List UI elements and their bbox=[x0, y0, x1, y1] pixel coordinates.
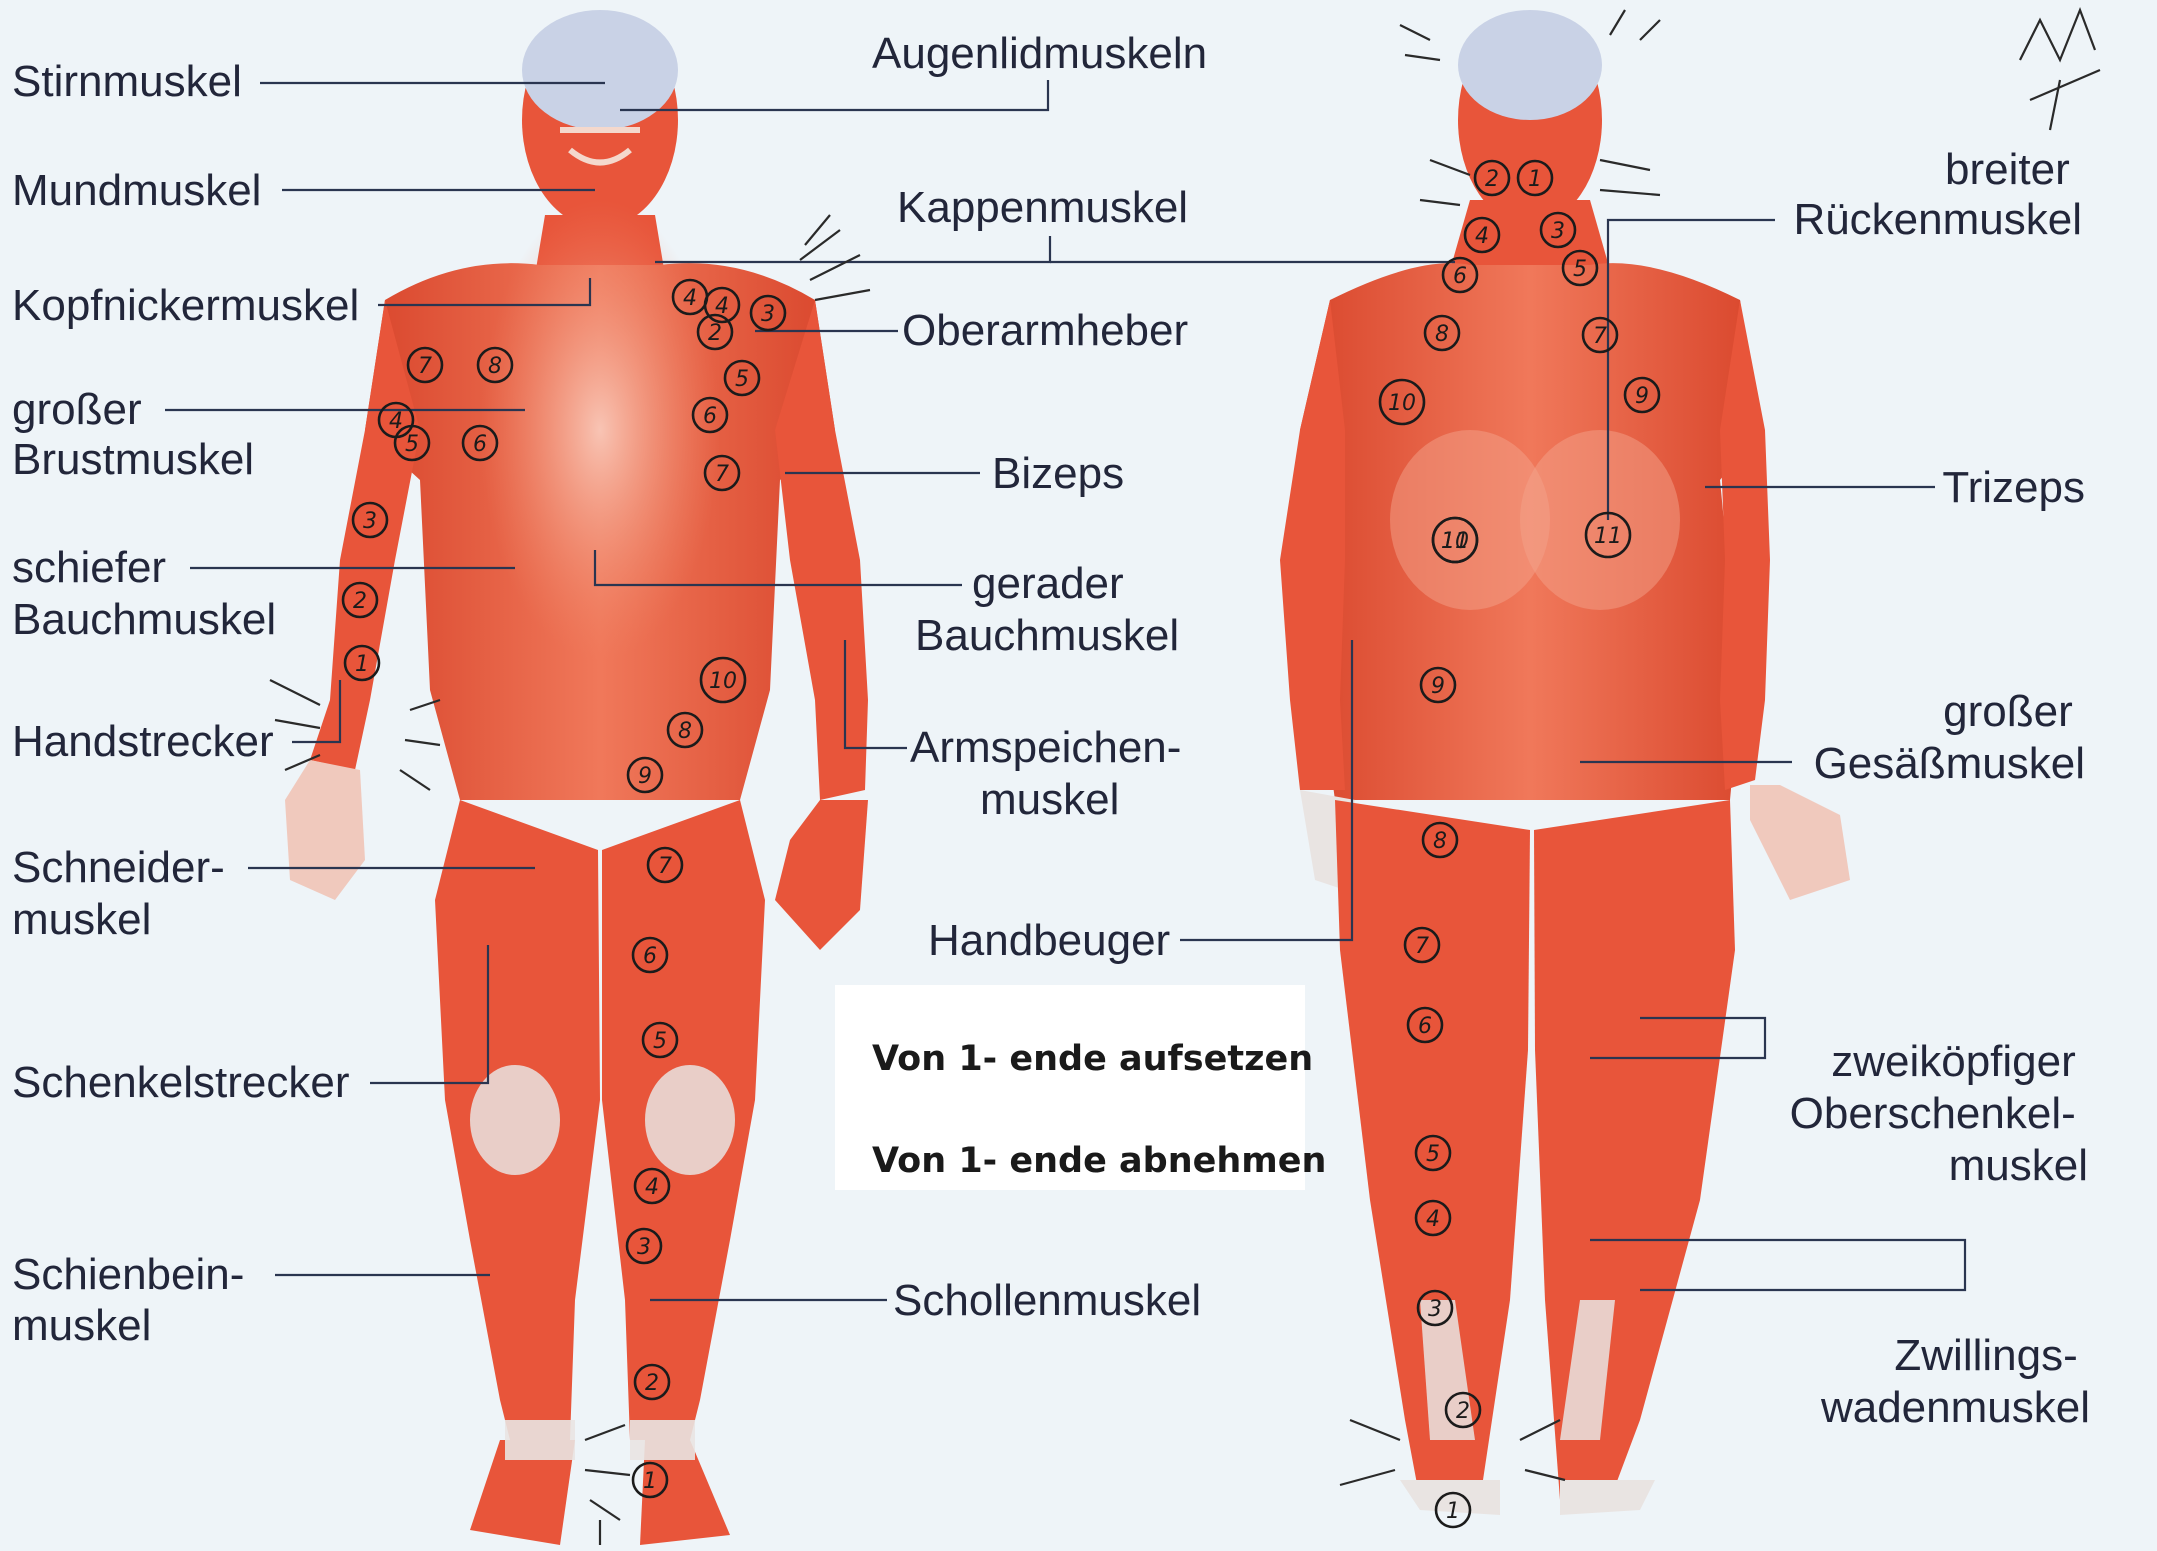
marker-number: 5 bbox=[405, 432, 419, 457]
marker-number: 6 bbox=[1418, 1014, 1432, 1039]
label-schneidermuskel: Schneider- muskel bbox=[12, 843, 237, 944]
marker-number: 7 bbox=[715, 462, 729, 487]
marker-number: 3 bbox=[363, 509, 377, 534]
front-figure bbox=[285, 10, 868, 1545]
marker-number: 7 bbox=[418, 354, 432, 379]
marker-number: 2 bbox=[353, 589, 367, 614]
marker-number: 9 bbox=[638, 764, 652, 789]
marker-number: 10 bbox=[1388, 391, 1416, 416]
marker-number: 2 bbox=[645, 1371, 659, 1396]
marker-number: 1 bbox=[1446, 1499, 1460, 1524]
marker-number: 3 bbox=[761, 302, 775, 327]
marker-number: 4 bbox=[683, 286, 697, 311]
label-stirnmuskel: Stirnmuskel bbox=[12, 57, 242, 106]
marker-number: 9 bbox=[1431, 674, 1445, 699]
marker-number: 7 bbox=[658, 854, 672, 879]
signature bbox=[2020, 10, 2100, 130]
marker-number: 5 bbox=[1573, 257, 1587, 282]
label-schiefer-bauchmuskel: schiefer Bauchmuskel bbox=[12, 543, 276, 644]
label-kopfnickermuskel: Kopfnickermuskel bbox=[12, 281, 359, 330]
marker-number: 4 bbox=[645, 1175, 659, 1200]
marker-number: 3 bbox=[1428, 1297, 1442, 1322]
marker-number: 3 bbox=[1551, 219, 1565, 244]
marker-number: 10 bbox=[709, 669, 737, 694]
label-gerader-bauchmuskel: gerader Bauchmuskel bbox=[915, 559, 1179, 660]
marker-number: 11 bbox=[1441, 529, 1469, 554]
marker-number: 11 bbox=[1594, 524, 1622, 549]
label-handbeuger: Handbeuger bbox=[928, 916, 1170, 965]
label-zwillingswadenmuskel: Zwillings- wadenmuskel bbox=[1820, 1331, 2090, 1432]
marker-number: 7 bbox=[1593, 324, 1607, 349]
marker-number: 1 bbox=[355, 652, 369, 677]
marker-number: 6 bbox=[1453, 264, 1467, 289]
label-grosser-gesaessmuskel: großer Gesäßmuskel bbox=[1814, 687, 2085, 788]
label-breiter-rueckenmuskel: breiter Rückenmuskel bbox=[1793, 145, 2082, 244]
marker-number: 2 bbox=[1485, 167, 1499, 192]
label-augenlidmuskeln: Augenlidmuskeln bbox=[872, 29, 1207, 78]
label-oberarmheber: Oberarmheber bbox=[902, 306, 1188, 355]
marker-number: 8 bbox=[1433, 829, 1447, 854]
label-schienbeinmuskel: Schienbein- muskel bbox=[12, 1250, 257, 1350]
label-bizeps: Bizeps bbox=[992, 449, 1124, 498]
marker-number: 9 bbox=[1635, 384, 1649, 409]
label-schollenmuskel: Schollenmuskel bbox=[893, 1276, 1201, 1325]
label-armspeichenmuskel: Armspeichen- muskel bbox=[910, 723, 1194, 824]
note-line-2: Von 1- ende abnehmen bbox=[872, 1141, 1326, 1181]
marker-number: 8 bbox=[678, 719, 692, 744]
marker-number: 6 bbox=[703, 404, 717, 429]
label-schenkelstrecker: Schenkelstrecker bbox=[12, 1058, 349, 1107]
marker-number: 4 bbox=[1475, 224, 1489, 249]
label-kappenmuskel: Kappenmuskel bbox=[897, 183, 1188, 232]
marker-number: 4 bbox=[1426, 1207, 1440, 1232]
marker-number: 1 bbox=[643, 1469, 657, 1494]
label-trizeps: Trizeps bbox=[1942, 463, 2085, 512]
label-handstrecker: Handstrecker bbox=[12, 717, 274, 766]
marker-number: 3 bbox=[637, 1235, 651, 1260]
marker-number: 8 bbox=[488, 354, 502, 379]
marker-number: 2 bbox=[1456, 1399, 1470, 1424]
marker-number: 5 bbox=[1426, 1142, 1440, 1167]
marker-number: 6 bbox=[473, 432, 487, 457]
marker-number: 2 bbox=[708, 321, 722, 346]
label-grosser-brustmuskel: großer Brustmuskel bbox=[12, 385, 254, 484]
marker-number: 1 bbox=[1528, 167, 1542, 192]
marker-number: 5 bbox=[735, 367, 749, 392]
marker-number: 7 bbox=[1415, 934, 1429, 959]
marker-number: 6 bbox=[643, 944, 657, 969]
label-mundmuskel: Mundmuskel bbox=[12, 166, 261, 215]
note-line-1: Von 1- ende aufsetzen bbox=[872, 1039, 1313, 1079]
marker-number: 8 bbox=[1435, 322, 1449, 347]
label-zweikoepfiger-oberschenkelmuskel: zweiköpfiger Oberschenkel- muskel bbox=[1790, 1037, 2088, 1190]
marker-number: 5 bbox=[653, 1029, 667, 1054]
